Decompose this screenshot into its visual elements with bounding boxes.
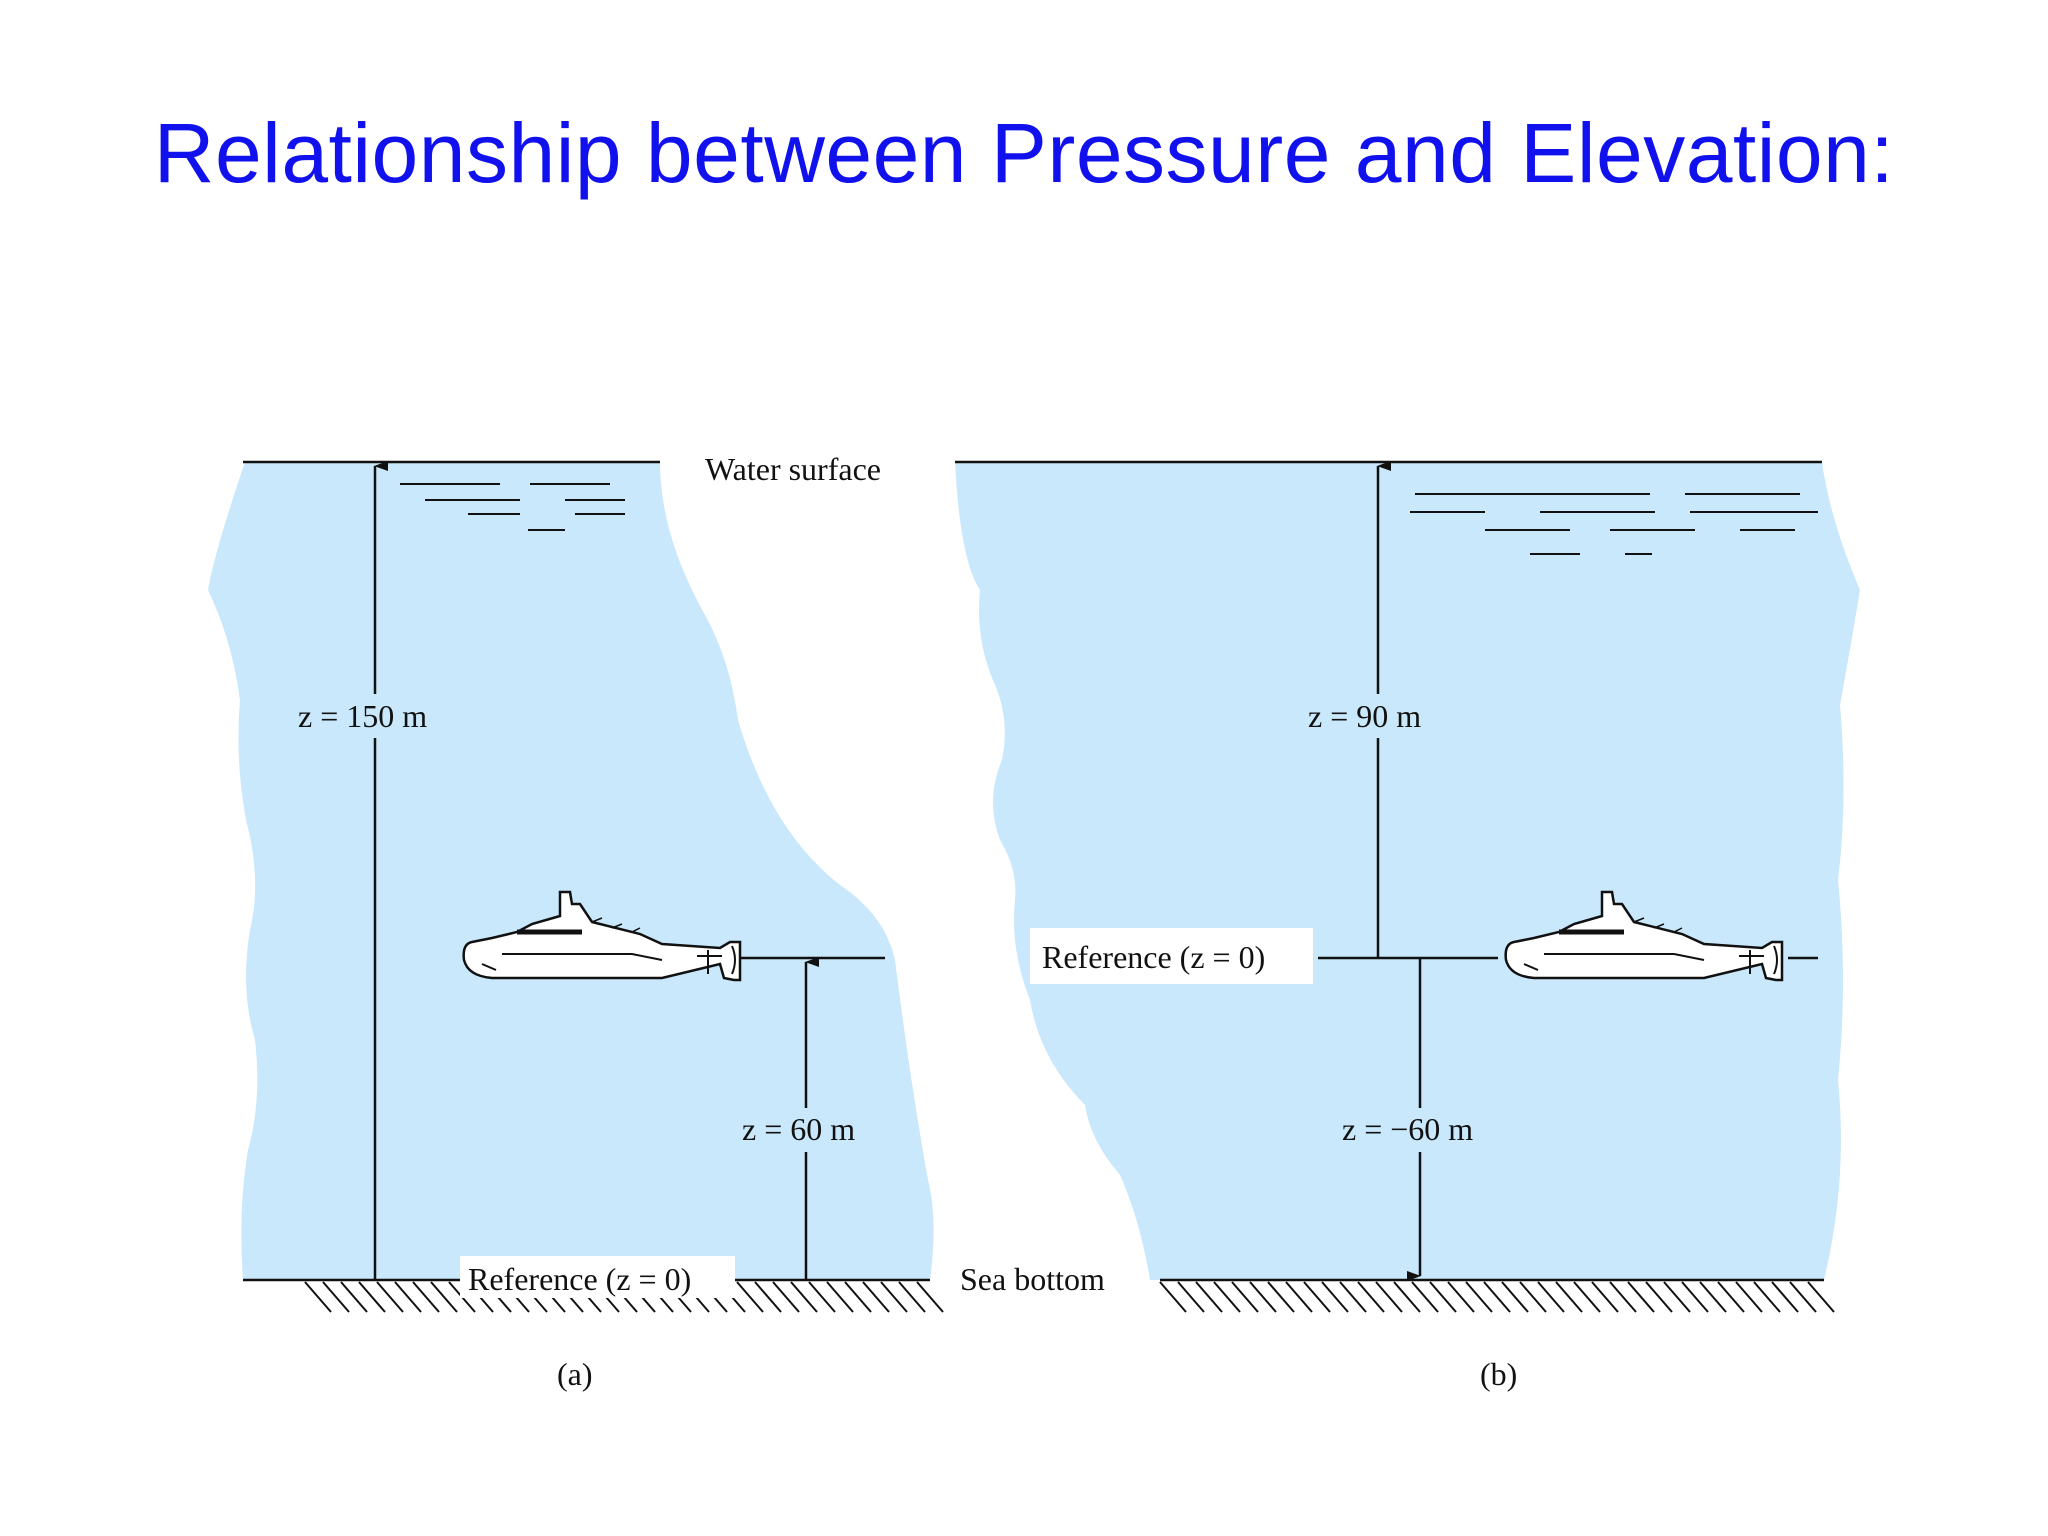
sea-bottom-label: Sea bottom <box>960 1261 1105 1297</box>
hatch-mark <box>1267 1281 1295 1313</box>
hatch-mark <box>1321 1281 1349 1313</box>
hatch-mark <box>1609 1281 1637 1313</box>
water-surface-label: Water surface <box>705 451 881 487</box>
hatch-mark <box>898 1281 926 1313</box>
hatch-mark <box>754 1281 782 1313</box>
reference-label-b: Reference (z = 0) <box>1042 939 1265 975</box>
hatch-mark <box>1663 1281 1691 1313</box>
label-z-minus-60: z = −60 m <box>1342 1111 1473 1147</box>
hatch-mark <box>1429 1281 1457 1313</box>
wave-marks-a <box>400 483 625 531</box>
hatch-mark <box>1735 1281 1763 1313</box>
water-body-a <box>208 462 934 1280</box>
hatch-mark <box>340 1281 368 1313</box>
hatch-mark <box>736 1281 764 1313</box>
reference-label-a: Reference (z = 0) <box>468 1261 691 1297</box>
hatch-mark <box>1627 1281 1655 1313</box>
hatch-mark <box>322 1281 350 1313</box>
hatch-mark <box>1231 1281 1259 1313</box>
hatch-mark <box>1375 1281 1403 1313</box>
hatch-mark <box>412 1281 440 1313</box>
hatch-mark <box>790 1281 818 1313</box>
hatch-mark <box>1411 1281 1439 1313</box>
hatch-mark <box>1807 1281 1835 1313</box>
hatch-mark <box>1249 1281 1277 1313</box>
hatch-mark <box>358 1281 386 1313</box>
hatch-mark <box>1681 1281 1709 1313</box>
hatch-mark <box>862 1281 890 1313</box>
hatch-mark <box>844 1281 872 1313</box>
hatch-mark <box>1303 1281 1331 1313</box>
hatch-mark <box>1771 1281 1799 1313</box>
hatch-mark <box>1555 1281 1583 1313</box>
hatch-mark <box>394 1281 422 1313</box>
hatch-mark <box>1447 1281 1475 1313</box>
hatch-mark <box>1519 1281 1547 1313</box>
hatch-mark <box>1177 1281 1205 1313</box>
sea-bottom-hatch-a <box>304 1281 944 1313</box>
hatch-mark <box>1789 1281 1817 1313</box>
hatch-mark <box>880 1281 908 1313</box>
hatch-mark <box>304 1281 332 1313</box>
label-z-150: z = 150 m <box>298 698 427 734</box>
caption-b: (b) <box>1480 1356 1517 1392</box>
label-z-60: z = 60 m <box>742 1111 855 1147</box>
hatch-mark <box>1339 1281 1367 1313</box>
hatch-mark <box>916 1281 944 1313</box>
hatch-mark <box>1717 1281 1745 1313</box>
hatch-mark <box>808 1281 836 1313</box>
hatch-mark <box>1591 1281 1619 1313</box>
hatch-mark <box>1537 1281 1565 1313</box>
label-z-90: z = 90 m <box>1308 698 1421 734</box>
hatch-mark <box>1213 1281 1241 1313</box>
hatch-mark <box>376 1281 404 1313</box>
wave-marks-b <box>1410 493 1818 555</box>
caption-a: (a) <box>557 1356 593 1392</box>
water-body-b <box>955 462 1860 1280</box>
hatch-mark <box>772 1281 800 1313</box>
hatch-mark <box>1573 1281 1601 1313</box>
hatch-mark <box>1357 1281 1385 1313</box>
hatch-mark <box>1159 1281 1187 1313</box>
hatch-mark <box>430 1281 458 1313</box>
hatch-mark <box>1465 1281 1493 1313</box>
hatch-mark <box>1393 1281 1421 1313</box>
hatch-mark <box>1483 1281 1511 1313</box>
hatch-mark <box>1285 1281 1313 1313</box>
hatch-mark <box>1195 1281 1223 1313</box>
hatch-mark <box>1501 1281 1529 1313</box>
hatch-mark <box>1753 1281 1781 1313</box>
hatch-mark <box>1699 1281 1727 1313</box>
hatch-mark <box>1645 1281 1673 1313</box>
sea-bottom-hatch-b <box>1159 1281 1835 1313</box>
slide-title: Relationship between Pressure and Elevat… <box>153 106 1895 200</box>
hatch-mark <box>826 1281 854 1313</box>
